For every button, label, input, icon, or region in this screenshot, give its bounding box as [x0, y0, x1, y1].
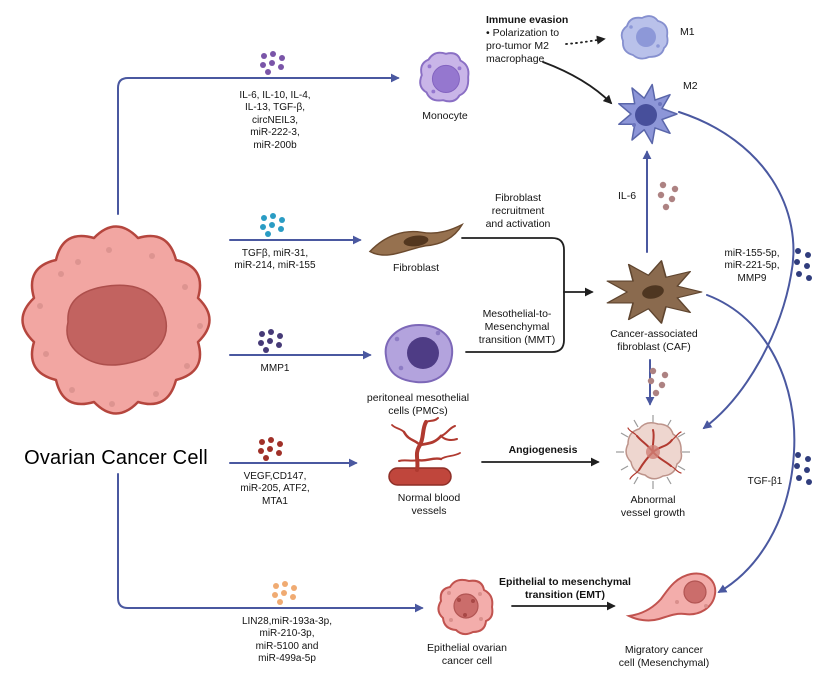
pmc-nucleus	[407, 337, 439, 369]
pmc-granules	[394, 330, 441, 371]
epithelial-label: Epithelial ovarian cancer cell	[427, 642, 507, 668]
immune-evasion-title: Immune evasion	[486, 14, 569, 26]
monocyte-figure	[419, 51, 470, 103]
m1-label: M1	[680, 26, 695, 38]
fibroblast-figure	[368, 222, 464, 256]
tumor-spikes	[616, 415, 690, 489]
abnormal-vessel-label: Abnormal vessel growth	[620, 494, 686, 520]
tumor-core	[646, 445, 660, 459]
m1-granules	[629, 25, 660, 48]
exosome-dots-caf-vessel	[647, 367, 669, 397]
monocyte-nucleus	[431, 64, 460, 93]
angiogenesis-label: Angiogenesis	[508, 444, 578, 456]
emt-process-label: Epithelial to mesenchymal transition (EM…	[499, 576, 631, 602]
fibroblast-nucleus	[403, 235, 429, 247]
exosome-dots-vessel	[258, 437, 283, 461]
tgfb1-label: TGF-β1	[747, 476, 783, 487]
il6-label: IL-6	[617, 190, 637, 202]
migratory-label: Migratory cancer cell (Mesenchymal)	[618, 644, 710, 670]
exosome-dots-tgfb1	[794, 452, 812, 485]
caf-nucleus	[642, 285, 664, 299]
vessel-trunk	[388, 467, 452, 486]
cargo-fibroblast-label: TGFβ, miR-31, miR-214, miR-155	[234, 248, 316, 272]
monocyte-label: Monocyte	[422, 110, 468, 122]
exosome-dots-emt	[272, 581, 297, 605]
cancer-cell-nucleus	[66, 284, 168, 366]
cancer-cell-granules	[37, 247, 203, 407]
arrow-caf-to-migratory	[706, 294, 796, 593]
cargo-monocyte-label: IL-6, IL-10, IL-4, IL-13, TGF-β, circNEI…	[239, 90, 311, 151]
cargo-vessel-label: VEGF,CD147, miR-205, ATF2, MTA1	[240, 471, 310, 507]
m2-label: M2	[683, 80, 698, 92]
exosome-dots-il6	[657, 181, 679, 211]
epithelial-cancer-cell-figure	[437, 578, 494, 636]
arrow-monocyte-to-m2	[542, 61, 613, 105]
pmc-label: peritoneal mesothelial cells (PMCs)	[366, 392, 470, 418]
cargo-emt-label: LIN28,miR-193a-3p, miR-210-3p, miR-5100 …	[241, 616, 333, 665]
m2-macrophage-figure	[618, 83, 678, 145]
normal-blood-vessels-figure	[388, 417, 461, 486]
fibroblast-label: Fibroblast	[392, 262, 440, 274]
m2-granules	[632, 102, 662, 127]
m2-vessel-cargo-label: miR-155-5p, miR-221-5p, MMP9	[724, 248, 780, 284]
immune-evasion-body: • Polarization to pro-tumor M2 macrophag…	[486, 27, 560, 66]
epithelial-granules	[447, 591, 483, 622]
vessel-branches	[391, 417, 461, 472]
arrow-cancer-to-epithelial	[117, 473, 424, 613]
exosome-dots-pmc	[258, 329, 283, 353]
fibroblast-recruitment-label: Fibroblast recruitment and activation	[485, 192, 551, 231]
arrow-dashed-to-m1	[565, 35, 606, 45]
caf-figure	[606, 260, 703, 324]
black-arrows	[461, 35, 616, 611]
monocyte-granules	[427, 64, 462, 94]
source-cell-label: Ovarian Cancer Cell	[24, 447, 208, 469]
cargo-pmc-label: MMP1	[260, 363, 290, 374]
m1-nucleus	[636, 27, 656, 47]
m2-nucleus	[635, 104, 657, 126]
m1-macrophage-figure	[620, 15, 669, 60]
abnormal-vessel-growth-figure	[616, 415, 690, 489]
caf-label: Cancer-associated fibroblast (CAF)	[610, 328, 698, 354]
migratory-cancer-cell-figure	[625, 572, 717, 622]
normal-vessels-label: Normal blood vessels	[397, 492, 461, 518]
bracket-pmc-branch	[465, 291, 565, 353]
bracket-fibroblast-branch	[461, 237, 565, 293]
epithelial-nucleoli	[457, 598, 475, 617]
migratory-granules	[675, 600, 708, 608]
ovarian-cancer-cell-figure	[21, 225, 211, 415]
migratory-nucleus	[683, 580, 707, 604]
exosome-dots-monocyte	[260, 51, 285, 75]
arrow-cancer-to-monocyte	[117, 73, 400, 215]
mmt-label: Mesothelial-to- Mesenchymal transition (…	[478, 308, 556, 347]
exosome-dots-m2-vessel	[794, 248, 812, 281]
exosome-dots-fibroblast	[260, 213, 285, 237]
blue-arrows	[117, 73, 796, 613]
pmc-figure	[384, 323, 454, 384]
arrow-m2-to-abnormal-vessel	[678, 111, 795, 430]
